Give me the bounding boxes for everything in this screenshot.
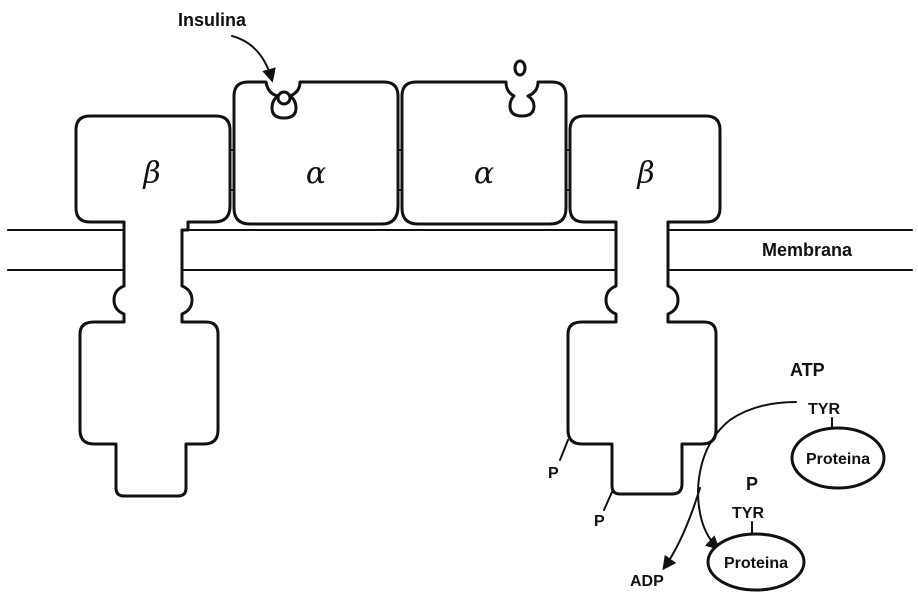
- insulin-label: Insulina: [178, 10, 247, 30]
- tyr-label-bottom: TYR: [732, 505, 764, 522]
- insulin-arrow: [232, 36, 272, 80]
- phosphate-label-product: P: [746, 474, 758, 494]
- beta-label-right: β: [636, 156, 654, 191]
- alpha-subunit-right: [402, 82, 566, 224]
- alpha-label-right: α: [474, 156, 494, 191]
- tyr-label-top: TYR: [808, 401, 840, 418]
- alpha-label-left: α: [306, 156, 326, 191]
- phosphate-bond-2: [604, 492, 612, 510]
- protein-label-top: Proteina: [806, 451, 870, 468]
- phosphate-bond-1: [560, 440, 568, 460]
- adp-label: ADP: [630, 573, 664, 590]
- atp-label: ATP: [790, 360, 825, 380]
- beta-label-left: β: [142, 156, 160, 191]
- insulin-molecule-free: [515, 61, 525, 75]
- protein-label-bottom: Proteina: [724, 555, 788, 572]
- alpha-subunit-left: [234, 82, 398, 224]
- phosphate-label-2: P: [594, 513, 605, 530]
- insulin-molecule-bound: [278, 92, 290, 104]
- phosphate-label-1: P: [548, 465, 559, 482]
- reaction-arrow-adp: [664, 488, 700, 568]
- membrane-label: Membrana: [762, 240, 853, 260]
